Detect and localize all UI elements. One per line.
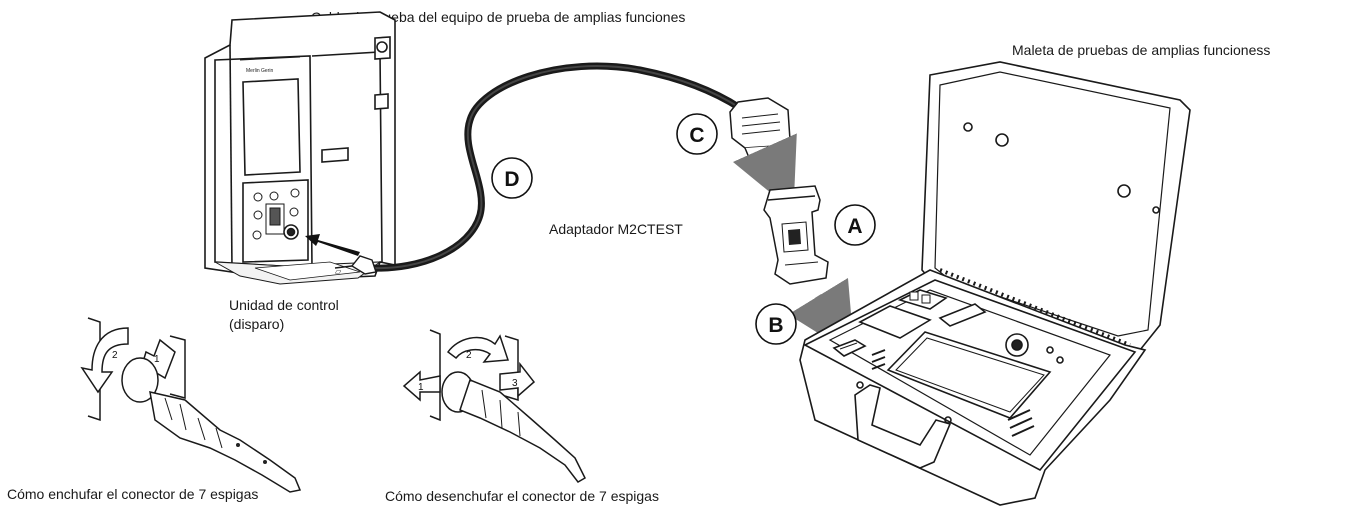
control-unit-label: Unidad de control	[229, 297, 339, 313]
svg-text:C: C	[689, 124, 704, 147]
callout-b: B	[755, 303, 797, 345]
insertion-arrow	[305, 234, 360, 256]
plug-step-1: 1	[154, 354, 160, 365]
m2ctest-adapter	[763, 185, 829, 285]
control-unit-sublabel: (disparo)	[229, 316, 285, 332]
db25-connector	[729, 97, 791, 161]
callout-c: C	[676, 113, 718, 155]
adapter-label: Adaptador M2CTEST	[549, 221, 683, 237]
callout-a: A	[834, 204, 876, 246]
arrow-cable-to-adapter	[732, 133, 797, 212]
svg-text:B: B	[768, 314, 783, 337]
plug-in-detail	[80, 317, 302, 493]
unplug-detail	[402, 329, 586, 483]
cable-label: Cable de prueba del equipo de prueba de …	[311, 9, 686, 25]
svg-text:Merlin Gerin: Merlin Gerin	[246, 68, 273, 74]
unplug-step-2: 2	[466, 350, 472, 361]
callout-d: D	[491, 157, 533, 199]
plug-in-caption: Cómo enchufar el conector de 7 espigas	[7, 486, 259, 502]
control-unit-illustration: Merlin Gerin ▱	[204, 11, 396, 285]
test-case-illustration	[799, 61, 1191, 506]
svg-text:▱: ▱	[335, 267, 342, 276]
svg-text:A: A	[847, 215, 862, 238]
unplug-caption: Cómo desenchufar el conector de 7 espiga…	[385, 488, 659, 504]
case-label: Maleta de pruebas de amplias funcioness	[1012, 42, 1271, 58]
test-cable	[334, 62, 744, 275]
unplug-step-3: 3	[512, 378, 518, 389]
unplug-step-1: 1	[418, 382, 424, 393]
plug-step-2: 2	[112, 350, 118, 361]
svg-text:D: D	[504, 168, 519, 191]
